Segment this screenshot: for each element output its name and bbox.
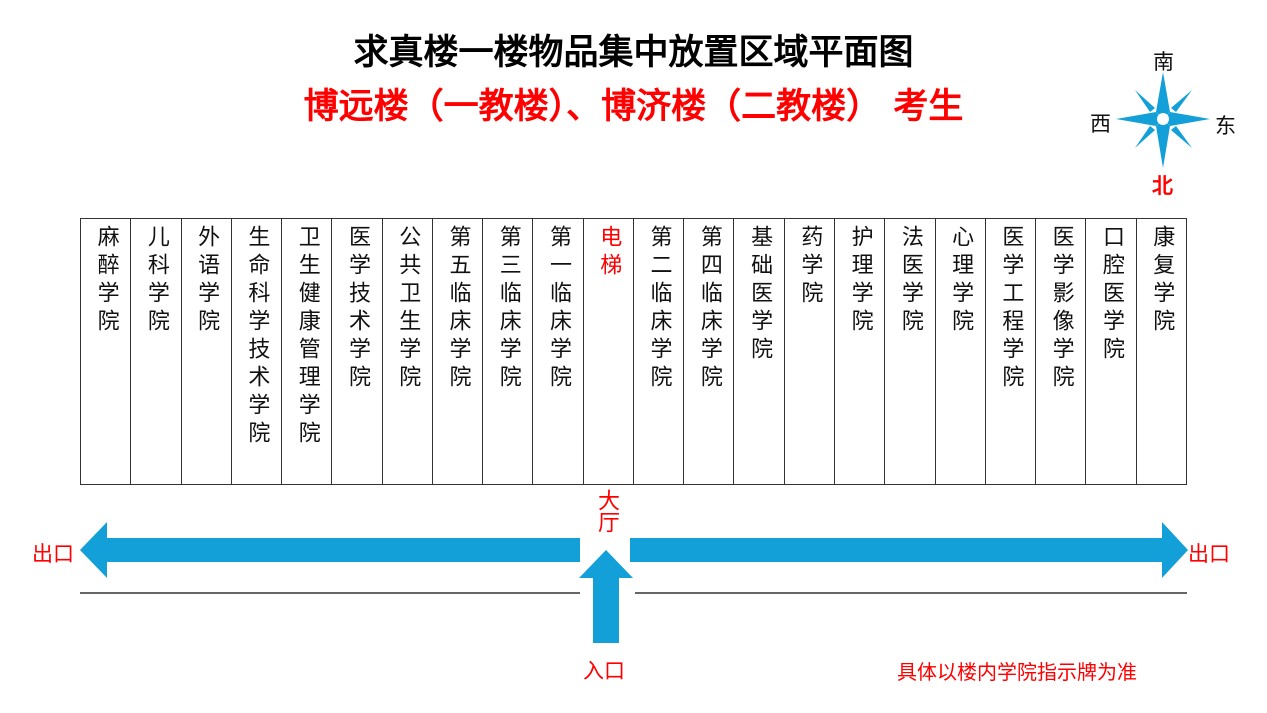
room-cell: 法医学院 xyxy=(885,219,936,484)
room-cell: 儿科学院 xyxy=(131,219,182,484)
room-label: 医学影像学院 xyxy=(1048,225,1074,393)
room-cell: 第五临床学院 xyxy=(433,219,484,484)
room-label: 生命科学技术学院 xyxy=(244,225,270,449)
compass-rose-icon xyxy=(1116,72,1210,168)
compass-north: 北 xyxy=(1152,174,1173,198)
room-label: 卫生健康管理学院 xyxy=(294,225,320,449)
compass-west: 西 xyxy=(1090,112,1111,136)
room-cell: 外语学院 xyxy=(182,219,232,484)
entrance-arrow xyxy=(579,550,633,643)
compass-east: 东 xyxy=(1215,114,1236,138)
room-cell: 医学工程学院 xyxy=(986,219,1037,484)
exit-left-label: 出口 xyxy=(32,542,74,566)
left-exit-arrow xyxy=(80,522,580,578)
room-cell: 口腔医学院 xyxy=(1086,219,1137,484)
room-label: 第二临床学院 xyxy=(646,225,672,393)
room-row: 麻醉学院儿科学院外语学院生命科学技术学院卫生健康管理学院医学技术学院公共卫生学院… xyxy=(80,218,1187,485)
room-label: 第一临床学院 xyxy=(546,225,572,393)
room-label: 药学院 xyxy=(797,225,823,309)
room-label: 医学工程学院 xyxy=(998,225,1024,393)
room-cell: 卫生健康管理学院 xyxy=(282,219,333,484)
right-exit-arrow xyxy=(630,522,1188,578)
room-cell: 医学影像学院 xyxy=(1036,219,1087,484)
room-label: 康复学院 xyxy=(1149,225,1175,337)
page-title: 求真楼一楼物品集中放置区域平面图 xyxy=(353,33,914,73)
room-label: 口腔医学院 xyxy=(1098,225,1124,365)
exit-right-label: 出口 xyxy=(1188,542,1230,566)
room-label: 护理学院 xyxy=(847,225,873,337)
room-cell: 麻醉学院 xyxy=(81,219,132,484)
room-cell: 第四临床学院 xyxy=(684,219,735,484)
entrance-label: 入口 xyxy=(583,659,625,683)
room-cell: 医学技术学院 xyxy=(332,219,383,484)
page-subtitle: 博远楼（一教楼）、博济楼（二教楼） 考生 xyxy=(303,87,964,127)
room-cell: 公共卫生学院 xyxy=(383,219,433,484)
compass-south: 南 xyxy=(1153,50,1174,74)
room-label: 麻醉学院 xyxy=(93,225,119,337)
room-label: 电梯 xyxy=(596,225,622,281)
room-cell: 心理学院 xyxy=(936,219,986,484)
room-label: 公共卫生学院 xyxy=(395,225,421,393)
room-cell: 药学院 xyxy=(785,219,835,484)
note-text: 具体以楼内学院指示牌为准 xyxy=(897,660,1137,684)
hall-label: 大厅 xyxy=(594,489,619,533)
room-label: 心理学院 xyxy=(948,225,974,337)
room-cell: 基础医学院 xyxy=(734,219,785,484)
room-cell: 第一临床学院 xyxy=(533,219,584,484)
room-cell: 康复学院 xyxy=(1137,219,1186,484)
room-label: 第四临床学院 xyxy=(696,225,722,393)
room-cell: 第二临床学院 xyxy=(634,219,685,484)
room-label: 法医学院 xyxy=(897,225,923,337)
room-cell: 护理学院 xyxy=(835,219,886,484)
room-label: 医学技术学院 xyxy=(344,225,370,393)
room-cell: 第三临床学院 xyxy=(483,219,534,484)
room-label: 儿科学院 xyxy=(143,225,169,337)
room-label: 外语学院 xyxy=(194,225,220,337)
room-label: 第五临床学院 xyxy=(445,225,471,393)
room-label: 第三临床学院 xyxy=(495,225,521,393)
elevator-cell: 电梯 xyxy=(584,219,634,484)
room-cell: 生命科学技术学院 xyxy=(232,219,283,484)
room-label: 基础医学院 xyxy=(747,225,773,365)
